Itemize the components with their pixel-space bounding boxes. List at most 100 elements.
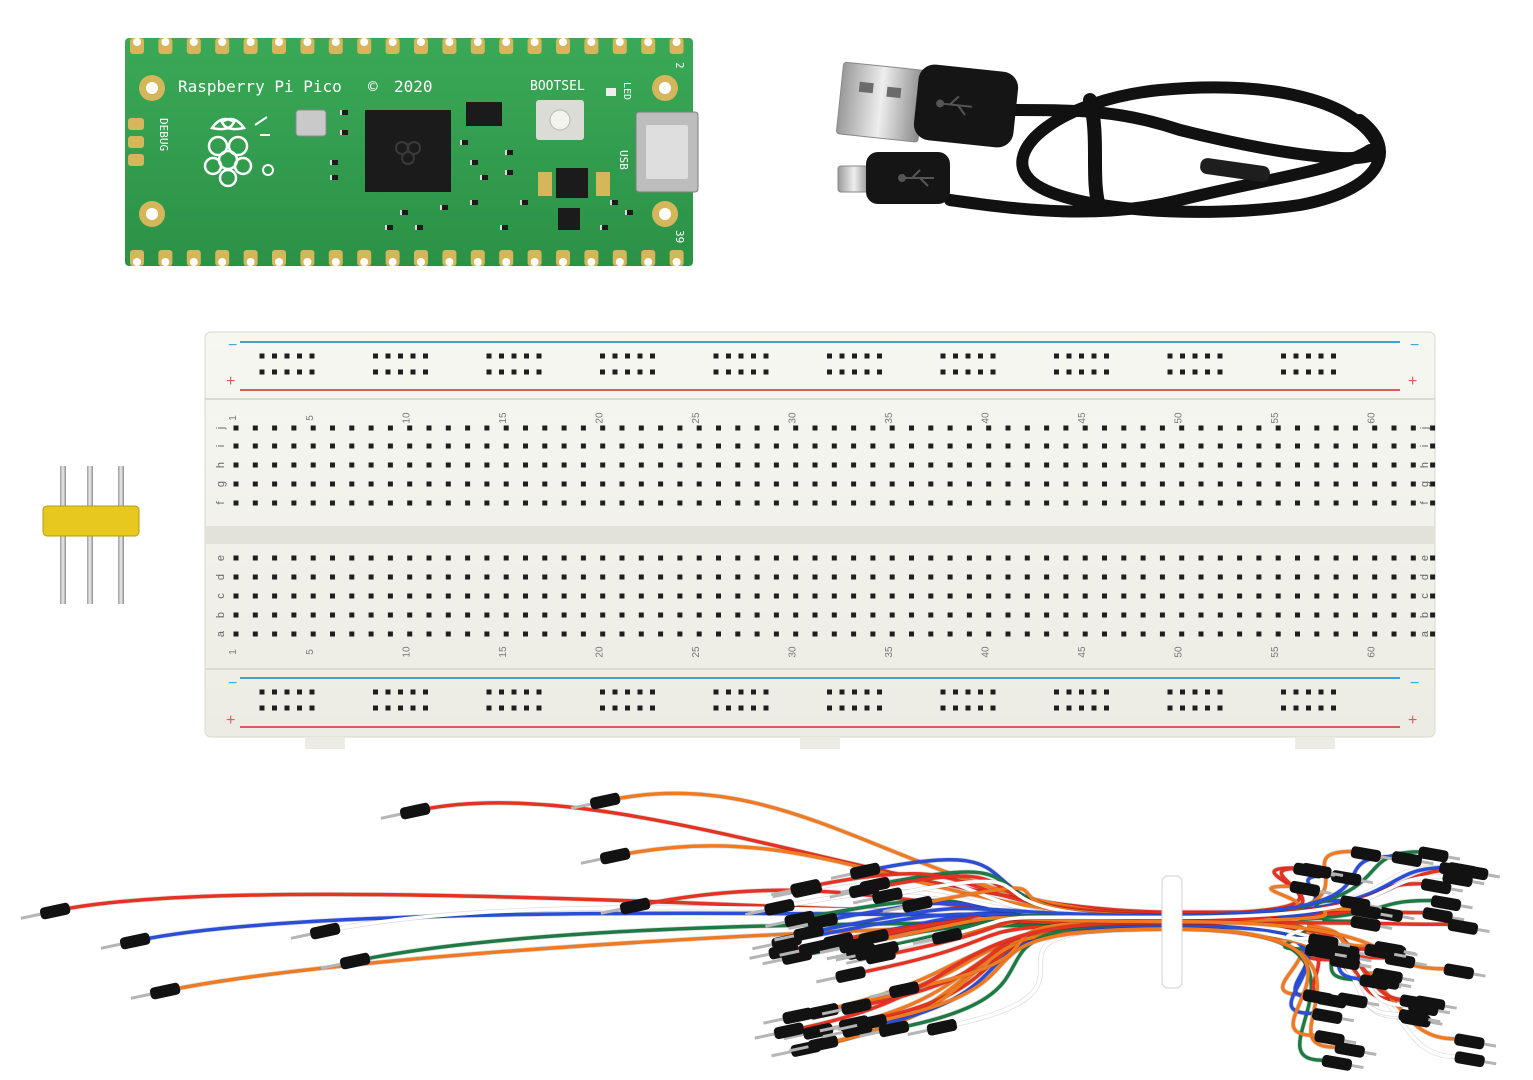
breadboard-hole: [1024, 500, 1030, 506]
breadboard-hole: [889, 481, 895, 487]
breadboard-hole: [947, 500, 953, 506]
breadboard-hole: [870, 555, 876, 561]
smd-part: [340, 130, 348, 135]
breadboard-hole: [1082, 462, 1088, 468]
smd-part: [470, 160, 478, 165]
jumper-housing: [1314, 1030, 1345, 1046]
header-plastic: [42, 505, 140, 537]
smd-part: [470, 200, 478, 205]
breadboard-hole: [928, 500, 934, 506]
rail-hole: [953, 705, 958, 711]
breadboard-hole: [716, 593, 721, 599]
breadboard-hole: [330, 481, 335, 487]
column-number: 40: [981, 412, 992, 424]
rail-hole: [1205, 353, 1210, 359]
jumper-connector: [1418, 846, 1461, 863]
breadboard-hole: [851, 500, 857, 506]
breadboard-hole: [1256, 631, 1262, 637]
rail-hole: [1054, 369, 1059, 375]
smd-contact: [505, 150, 507, 155]
rail-hole: [839, 705, 845, 711]
rail-hole: [839, 353, 845, 359]
breadboard-hole: [851, 612, 857, 618]
breadboard-hole: [716, 555, 721, 561]
breadboard-hole: [600, 555, 606, 561]
rail-hole: [637, 369, 643, 375]
breadboard-hole: [773, 443, 779, 449]
breadboard-hole: [1410, 555, 1416, 561]
breadboard-hole: [330, 500, 335, 506]
breadboard-hole: [928, 443, 934, 449]
breadboard-hole: [407, 443, 413, 449]
breadboard-hole: [1295, 555, 1300, 561]
led: [606, 88, 616, 96]
breadboard-hole: [812, 612, 818, 618]
breadboard-hole: [1295, 443, 1300, 449]
breadboard-hole: [561, 500, 567, 506]
jumper-connector: [1350, 846, 1393, 863]
rail-hole: [864, 705, 870, 711]
breadboard-hole: [658, 574, 664, 580]
breadboard-hole: [1121, 425, 1127, 431]
rail-hole: [1318, 689, 1324, 695]
rail-hole: [751, 689, 756, 695]
breadboard-hole: [1102, 443, 1107, 449]
rail-plus-label: +: [1408, 712, 1417, 729]
jumper-connector: [1420, 878, 1464, 895]
rail-hole: [536, 705, 542, 711]
rail-hole: [423, 369, 428, 375]
breadboard-hole: [542, 612, 548, 618]
cable-wire: [944, 81, 1386, 218]
rail-hole: [864, 369, 870, 375]
breadboard-hole: [831, 612, 837, 618]
jumper-housing: [1443, 963, 1474, 980]
breadboard-hole: [1352, 612, 1358, 618]
breadboard-hole: [252, 555, 258, 561]
breadboard-hole: [1430, 593, 1436, 599]
rail-hole: [511, 353, 517, 359]
rail-hole: [272, 689, 277, 695]
breadboard-hole: [1121, 462, 1127, 468]
rail-hole: [1180, 705, 1185, 711]
rail-hole: [1293, 369, 1299, 375]
rail-hole: [1066, 689, 1072, 695]
breadboard-hole: [445, 500, 451, 506]
breadboard-hole: [1005, 462, 1011, 468]
jumper-housing: [599, 847, 631, 865]
rail-hole: [398, 353, 403, 359]
jumper-housing: [764, 899, 795, 916]
breadboard-hole: [310, 462, 316, 468]
row-letter: e: [1419, 555, 1431, 561]
breadboard-hole: [387, 593, 393, 599]
jumper-connector: [754, 1022, 805, 1040]
breadboard-hole: [1333, 612, 1339, 618]
jumper-pin: [320, 962, 343, 970]
breadboard-hole: [735, 443, 741, 449]
breadboard-hole: [580, 612, 586, 618]
pin-hole: [417, 258, 425, 266]
jumper-pin: [380, 812, 403, 820]
breadboard-hole: [1102, 631, 1107, 637]
breadboard-hole: [368, 631, 374, 637]
breadboard-hole: [1352, 500, 1358, 506]
jumper-pin: [20, 912, 43, 920]
breadboard-hole: [465, 481, 471, 487]
jumper-housing: [773, 1022, 805, 1040]
rail-hole: [763, 689, 769, 695]
breadboard-hole: [1005, 500, 1011, 506]
smd-part: [385, 225, 393, 230]
jumper-housing: [119, 932, 151, 950]
breadboard-hole: [349, 612, 355, 618]
row-letter: b: [1419, 612, 1431, 618]
smd-part: [480, 175, 488, 180]
breadboard-hole: [638, 481, 644, 487]
breadboard-hole: [561, 574, 567, 580]
breadboard-hole: [716, 462, 721, 468]
jumper-pin: [859, 1030, 882, 1038]
breadboard-hole: [580, 425, 586, 431]
breadboard-hole: [1044, 555, 1050, 561]
jumper-pin: [882, 905, 906, 914]
breadboard-hole: [1159, 481, 1165, 487]
row-letter: c: [215, 593, 227, 599]
breadboard-hole: [1024, 425, 1030, 431]
